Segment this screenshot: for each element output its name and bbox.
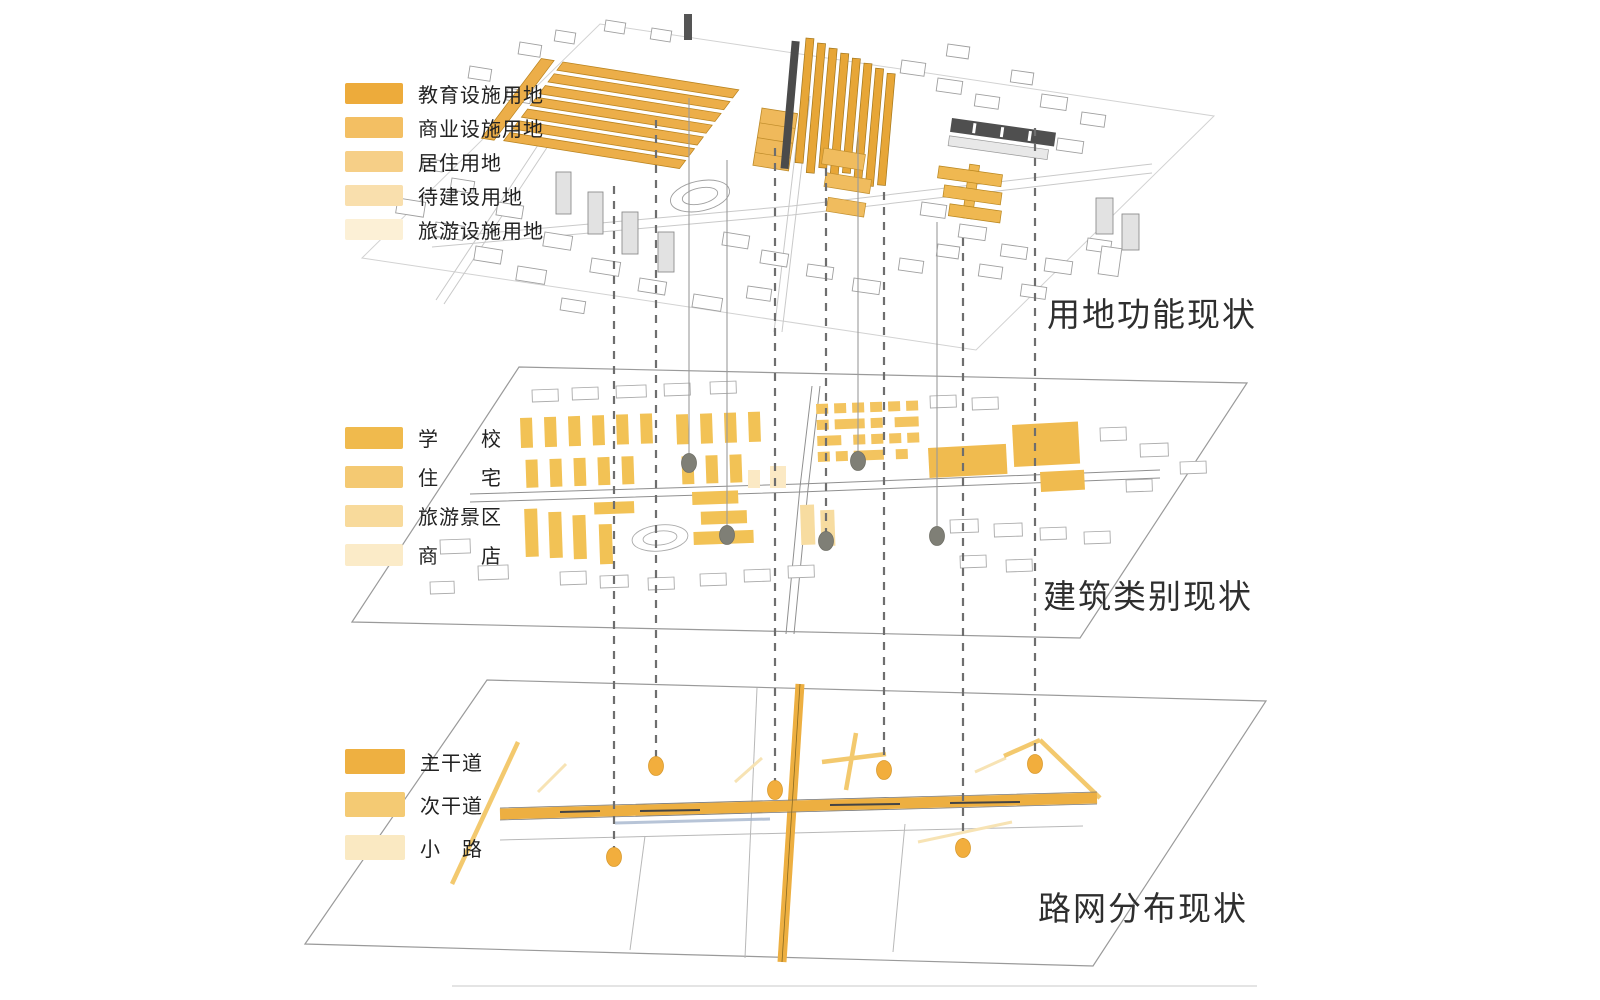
legend-swatch-main-road (345, 749, 405, 774)
road-network-plate (303, 679, 1268, 987)
legend-label-commercial-land: 商业设施用地 (418, 116, 544, 141)
legend-item-tobuild-land: 待建设用地 (345, 178, 544, 212)
connector-lines-solid (688, 98, 938, 532)
legend-item-school: 学 校 (345, 418, 502, 457)
legend-land-use: 教育设施用地 商业设施用地 居住用地 待建设用地 旅游设施用地 (345, 76, 544, 246)
legend-item-shop: 商 店 (345, 535, 502, 574)
secondary-roads (449, 732, 1102, 885)
main-roads (499, 683, 1098, 963)
legend-swatch-secondary-road (345, 792, 405, 817)
legend-swatch-tourist-area (345, 504, 403, 527)
legend-swatch-small-road (345, 835, 405, 860)
education-land-buildings (480, 58, 799, 172)
legend-swatch-tourism-land (345, 218, 403, 240)
legend-label-tourist-area: 旅游景区 (418, 505, 502, 529)
legend-swatch-residential-land (345, 150, 403, 172)
school-footprints (520, 411, 761, 565)
connector-markers-bottom (606, 754, 1043, 867)
legend-label-main-road: 主干道 (420, 751, 483, 775)
legend-item-residence: 住 宅 (345, 457, 502, 496)
legend-road-network: 主干道 次干道 小 路 (345, 740, 483, 869)
legend-swatch-tobuild-land (345, 184, 403, 206)
legend-label-small-road: 小 路 (420, 837, 483, 861)
commercial-footprints (928, 421, 1085, 492)
plan-roads (469, 385, 1161, 635)
legend-label-school: 学 校 (418, 427, 502, 451)
legend-swatch-school (345, 426, 403, 449)
commercial-land-buildings (780, 37, 1056, 218)
legend-swatch-commercial-land (345, 116, 403, 138)
residential-footprints (816, 400, 920, 462)
legend-label-residential-land: 居住用地 (418, 150, 502, 175)
legend-item-secondary-road: 次干道 (345, 783, 483, 826)
connector-markers-middle (681, 451, 945, 551)
legend-item-tourism-land: 旅游设施用地 (345, 212, 544, 246)
legend-label-tourism-land: 旅游设施用地 (418, 218, 544, 243)
legend-item-main-road: 主干道 (345, 740, 483, 783)
legend-label-residence: 住 宅 (418, 466, 502, 490)
legend-building-category: 学 校 住 宅 旅游景区 商 店 (345, 418, 502, 574)
legend-item-commercial-land: 商业设施用地 (345, 110, 544, 144)
legend-label-tobuild-land: 待建设用地 (418, 184, 523, 209)
legend-item-education-land: 教育设施用地 (345, 76, 544, 110)
legend-item-residential-land: 居住用地 (345, 144, 544, 178)
legend-swatch-education-land (345, 82, 403, 104)
legend-label-education-land: 教育设施用地 (418, 82, 544, 107)
tourism-land-buildings (937, 163, 1003, 224)
legend-item-tourist-area: 旅游景区 (345, 496, 502, 535)
plan-building-outlines (429, 380, 1207, 595)
legend-item-small-road: 小 路 (345, 826, 483, 869)
legend-swatch-shop (345, 543, 403, 566)
connector-lines-dashed (612, 120, 1037, 855)
layer-title-road-network: 路网分布现状 (1038, 889, 1248, 928)
legend-label-secondary-road: 次干道 (420, 794, 483, 818)
legend-label-shop: 商 店 (418, 544, 502, 568)
layer-title-land-use: 用地功能现状 (1047, 295, 1257, 334)
legend-swatch-residence (345, 465, 403, 488)
small-roads (536, 756, 1013, 844)
building-category-plate (350, 366, 1249, 639)
layer-title-building-category: 建筑类别现状 (1043, 577, 1253, 616)
